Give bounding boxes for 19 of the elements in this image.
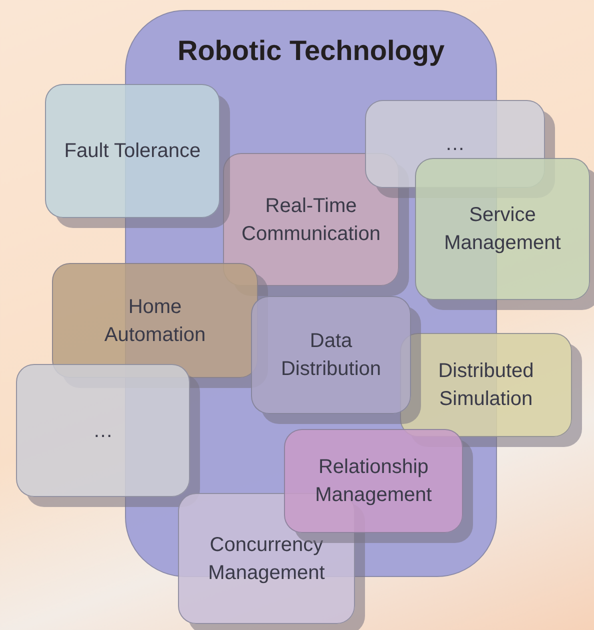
topic-box [400,333,572,437]
box-label: Data Distribution [280,329,382,382]
topic-box [415,158,590,300]
topic-box [284,429,463,533]
box-label: Fault Tolerance [64,139,201,164]
box-label: Concurrency Management [207,532,326,586]
box-label: Relationship Management [314,455,433,508]
box-label: … [445,132,465,157]
topic-box [52,263,258,378]
box-label: Home Automation [103,294,207,348]
topic-box [223,153,399,286]
topic-box [251,296,411,414]
box-label: … [93,418,113,444]
box-label: Real-Time Communication [240,194,382,246]
box-label: Service Management [443,203,562,256]
group-title: Robotic Technology [176,35,446,67]
topic-box [16,364,190,497]
topic-box [45,84,220,218]
box-label: Distributed Simulation [437,359,535,412]
